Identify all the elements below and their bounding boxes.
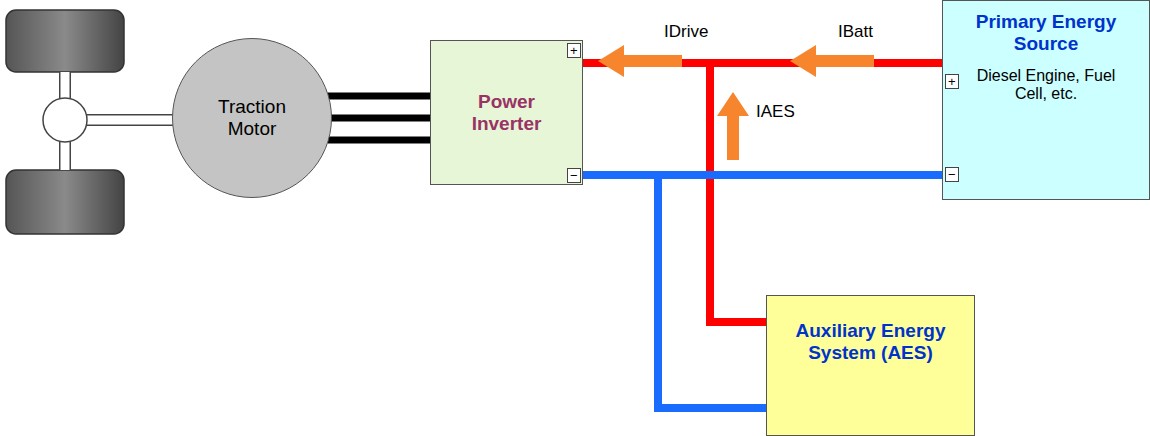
phase-cables xyxy=(328,96,430,140)
current-arrow xyxy=(598,45,682,77)
wire xyxy=(328,93,430,100)
wire xyxy=(583,175,766,408)
wheel xyxy=(6,170,124,234)
current-arrow xyxy=(717,92,749,160)
wire xyxy=(328,137,430,144)
inverter-box: Power Inverter xyxy=(430,40,583,185)
terminal-sign: − xyxy=(567,168,581,183)
node-title: Traction Motor xyxy=(192,96,312,140)
current-arrow xyxy=(790,45,874,77)
terminal-sign: − xyxy=(945,167,959,182)
motor-circle: Traction Motor xyxy=(172,38,332,198)
wheel xyxy=(6,10,124,72)
energy-source-box: Primary Energy SourceDiesel Engine, Fuel… xyxy=(942,0,1150,200)
node-title: Primary Energy Source xyxy=(961,11,1131,55)
wire xyxy=(331,115,430,122)
node-body: Diesel Engine, Fuel Cell, etc. xyxy=(971,67,1121,104)
terminal-sign: + xyxy=(567,43,581,58)
axle xyxy=(43,72,175,170)
power-bus xyxy=(583,175,766,408)
wire xyxy=(583,63,766,322)
node-title: Power Inverter xyxy=(452,91,562,135)
current-label: IDrive xyxy=(662,22,710,41)
aes-box: Auxiliary Energy System (AES) xyxy=(766,295,975,436)
node-title: Auxiliary Energy System (AES) xyxy=(791,320,951,364)
terminal-sign: + xyxy=(945,74,959,89)
current-label: IBatt xyxy=(836,22,875,41)
power-bus xyxy=(583,63,766,322)
current-label: IAES xyxy=(754,102,797,121)
